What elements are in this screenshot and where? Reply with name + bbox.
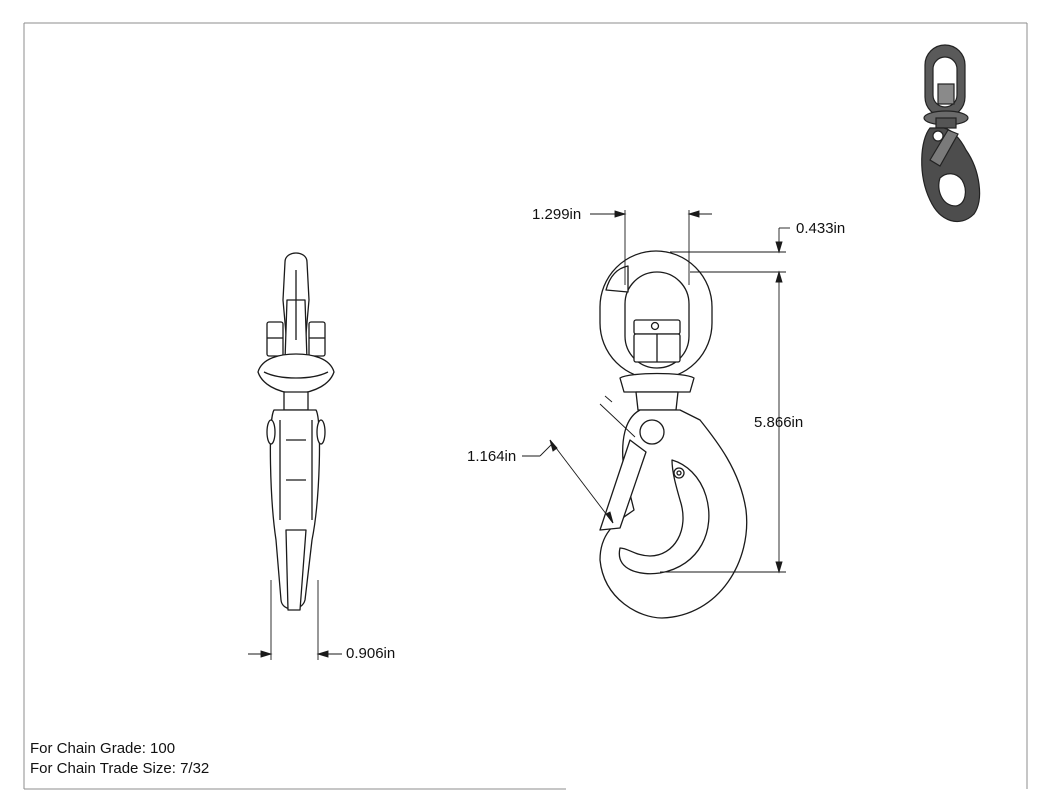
swivel-hook-isometric-icon	[921, 44, 981, 223]
thickness-dimension	[248, 580, 342, 660]
front-dimensions	[522, 210, 790, 574]
chain-grade-note: For Chain Grade: 100	[30, 740, 176, 757]
side-view	[257, 252, 335, 611]
front-view	[599, 250, 748, 619]
dim-label-loop-offset: 0.433in	[796, 220, 846, 237]
chain-trade-size-note: For Chain Trade Size: 7/32	[30, 760, 210, 777]
drawing-frame	[23, 22, 1028, 790]
dim-label-thickness: 0.906in	[346, 645, 396, 662]
drawing-notes: For Chain Grade: 100 For Chain Trade Siz…	[30, 739, 209, 779]
dim-label-loop-width: 1.299in	[532, 206, 582, 223]
dim-label-overall-height: 5.866in	[754, 414, 804, 431]
dim-label-throat-opening: 1.164in	[467, 448, 517, 465]
